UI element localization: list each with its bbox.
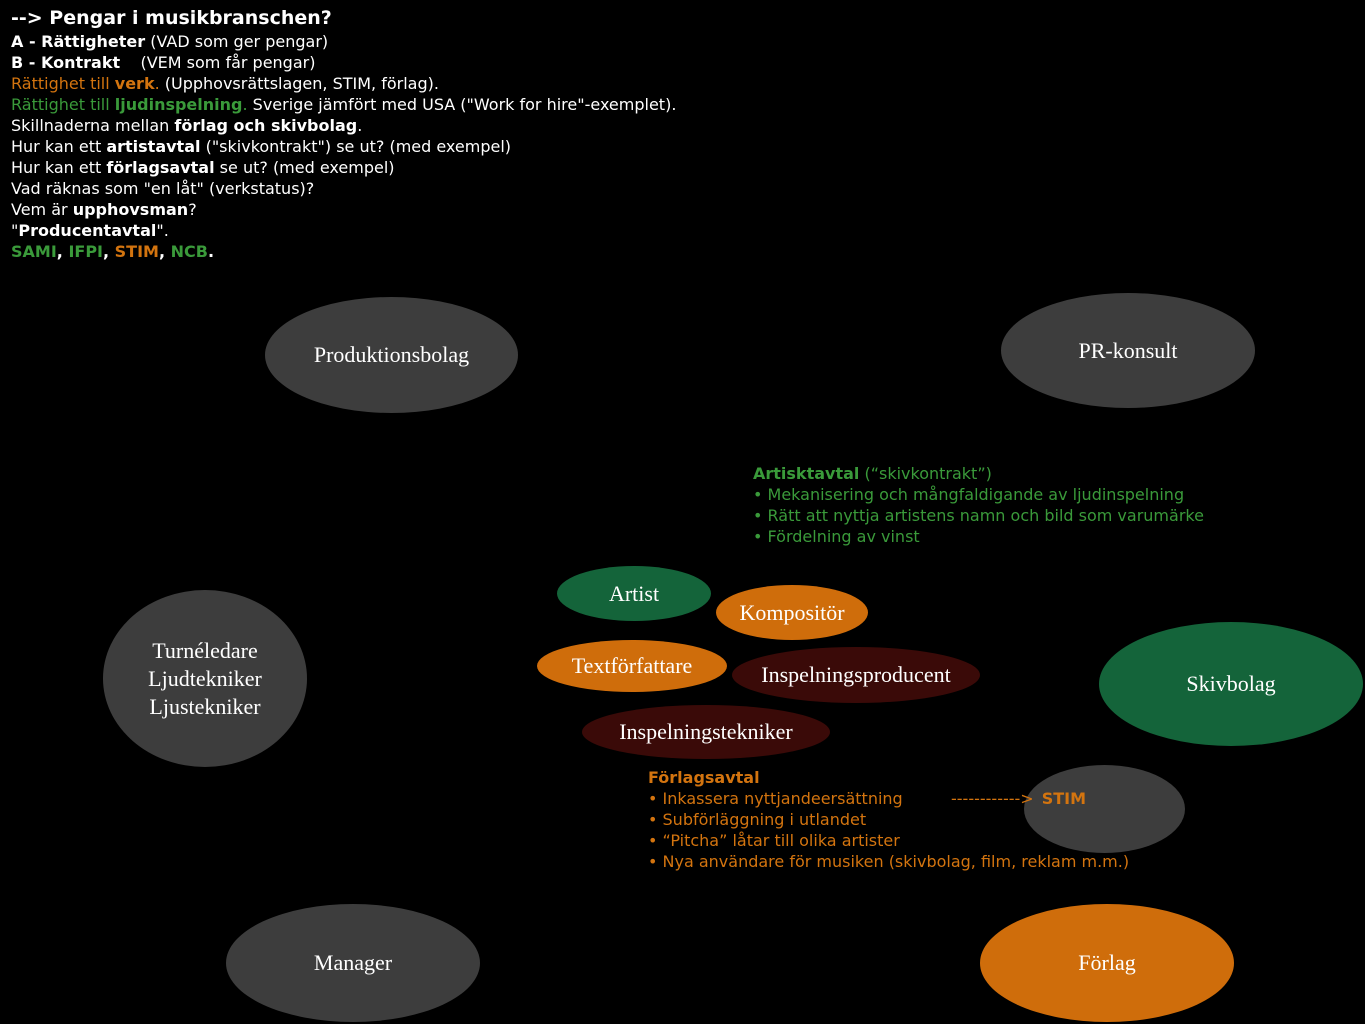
node-stim <box>1024 765 1185 853</box>
upph-bold: upphovsman <box>72 200 189 219</box>
org-comma-2: , <box>103 242 115 261</box>
org-period: . <box>207 242 215 261</box>
ljud-rest: Sverige jämfört med USA ("Work for hire"… <box>247 95 677 114</box>
node-artist-label: Artist <box>608 580 660 606</box>
node-manager-label: Manager <box>313 950 393 975</box>
rattigheter-desc: (VAD som ger pengar) <box>145 32 329 51</box>
line-kontrakt: B - Kontrakt (VEM som får pengar) <box>11 52 676 73</box>
skill-post: . <box>357 116 363 135</box>
upph-pre: Vem är <box>11 200 73 219</box>
forl-pre: Hur kan ett <box>11 158 107 177</box>
upph-post: ? <box>188 200 197 219</box>
intro-text: --> Pengar i musikbranschen? A - Rättigh… <box>11 7 676 262</box>
node-forlag: Förlag <box>980 904 1234 1022</box>
prod-post: ". <box>156 221 169 240</box>
node-inspelningsproducent: Inspelningsproducent <box>732 647 980 703</box>
org-sami: SAMI <box>11 242 57 261</box>
skill-bold: förlag och skivbolag <box>174 116 358 135</box>
kontrakt-desc: (VEM som får pengar) <box>120 53 316 72</box>
line-skillnader: Skillnaderna mellan förlag och skivbolag… <box>11 115 676 136</box>
verk-rest: (Upphovsrättslagen, STIM, förlag). <box>159 74 439 93</box>
node-skivbolag: Skivbolag <box>1099 622 1363 746</box>
line-forlagsavtal: Hur kan ett förlagsavtal se ut? (med exe… <box>11 157 676 178</box>
rattigheter-label: A - Rättigheter <box>11 32 146 51</box>
forl-bold: förlagsavtal <box>106 158 215 177</box>
forlagsavtal-item: • Inkassera nyttjandeersättning <box>648 789 903 808</box>
ljud-bold: ljudinspelning <box>114 95 243 114</box>
node-ljustekniker-label: Ljustekniker <box>149 693 261 719</box>
org-ncb: NCB <box>170 242 208 261</box>
verk-dot: . <box>154 74 160 93</box>
node-produktionsbolag-label: Produktionsbolag <box>313 342 470 367</box>
node-pr-konsult: PR-konsult <box>1001 293 1255 408</box>
artistavtal-item: • Rätt att nyttja artistens namn och bil… <box>753 506 1204 525</box>
node-turne-group: Turnéledare Ljudtekniker Ljustekniker <box>103 590 307 767</box>
prod-bold: Producentavtal <box>18 221 157 240</box>
artist-pre: Hur kan ett <box>11 137 107 156</box>
artistavtal-heading: Artisktavtal (“skivkontrakt”) <box>753 463 1204 484</box>
ljud-dot: . <box>242 95 248 114</box>
artistavtal-item: • Fördelning av vinst <box>753 527 920 546</box>
verk-bold: verk <box>114 74 155 93</box>
node-textforfattare: Textförfattare <box>537 640 727 692</box>
line-organisations: SAMI, IFPI, STIM, NCB. <box>11 241 676 262</box>
node-forlag-label: Förlag <box>1078 950 1136 975</box>
org-comma-3: , <box>158 242 171 261</box>
forlagsavtal-item: • Subförläggning i utlandet <box>648 810 867 829</box>
org-comma-1: , <box>56 242 69 261</box>
ljud-pre: Rättighet till <box>11 95 115 114</box>
node-manager: Manager <box>226 904 480 1022</box>
forlagsavtal-item: • Nya användare för musiken (skivbolag, … <box>648 852 1130 871</box>
forl-post: se ut? (med exempel) <box>214 158 395 177</box>
node-inspelningstekniker: Inspelningstekniker <box>582 705 830 759</box>
artistavtal-heading-rest: (“skivkontrakt”) <box>859 464 992 483</box>
line-latt: Vad räknas som "en låt" (verkstatus)? <box>11 179 315 198</box>
line-ljudinspelning: Rättighet till ljudinspelning. Sverige j… <box>11 94 676 115</box>
node-produktionsbolag: Produktionsbolag <box>265 297 518 413</box>
line-rattigheter: A - Rättigheter (VAD som ger pengar) <box>11 31 676 52</box>
page-title: --> Pengar i musikbranschen? <box>11 7 332 29</box>
skill-pre: Skillnaderna mellan <box>11 116 175 135</box>
node-skivbolag-label: Skivbolag <box>1186 671 1276 696</box>
artistavtal-item: • Mekanisering och mångfaldigande av lju… <box>753 485 1185 504</box>
stim-arrow-line: ------------> <box>951 789 1034 808</box>
node-kompositor: Kompositör <box>716 585 868 640</box>
verk-pre: Rättighet till <box>11 74 115 93</box>
node-inspelningstekniker-label: Inspelningstekniker <box>619 719 793 744</box>
artistavtal-heading-bold: Artisktavtal <box>753 464 860 483</box>
node-artist: Artist <box>557 566 711 621</box>
node-kompositor-label: Kompositör <box>739 599 845 625</box>
kontrakt-label: B - Kontrakt <box>11 53 121 72</box>
stim-arrow-target: STIM <box>1041 789 1086 808</box>
node-textforfattare-label: Textförfattare <box>571 653 693 678</box>
line-verk: Rättighet till verk. (Upphovsrättslagen,… <box>11 73 676 94</box>
artistavtal-block: Artisktavtal (“skivkontrakt”) • Mekanise… <box>753 463 1204 547</box>
org-ifpi: IFPI <box>68 242 103 261</box>
forlagsavtal-block: Förlagsavtal • Inkassera nyttjandeersätt… <box>648 767 1129 872</box>
line-producentavtal: "Producentavtal". <box>11 220 676 241</box>
prod-pre: " <box>11 221 19 240</box>
artist-bold: artistavtal <box>106 137 201 156</box>
node-inspelningsproducent-label: Inspelningsproducent <box>761 662 951 687</box>
line-artistavtal: Hur kan ett artistavtal ("skivkontrakt")… <box>11 136 676 157</box>
node-ljudtekniker-label: Ljudtekniker <box>148 665 262 691</box>
org-stim: STIM <box>114 242 159 261</box>
node-pr-konsult-label: PR-konsult <box>1078 337 1178 363</box>
artist-post: ("skivkontrakt") se ut? (med exempel) <box>200 137 512 156</box>
node-turneledare-label: Turnéledare <box>152 637 258 663</box>
forlagsavtal-heading: Förlagsavtal <box>648 768 760 787</box>
line-upphovsman: Vem är upphovsman? <box>11 199 676 220</box>
stim-arrow: ------------> STIM <box>951 788 1086 809</box>
forlagsavtal-item: • “Pitcha” låtar till olika artister <box>648 831 900 850</box>
